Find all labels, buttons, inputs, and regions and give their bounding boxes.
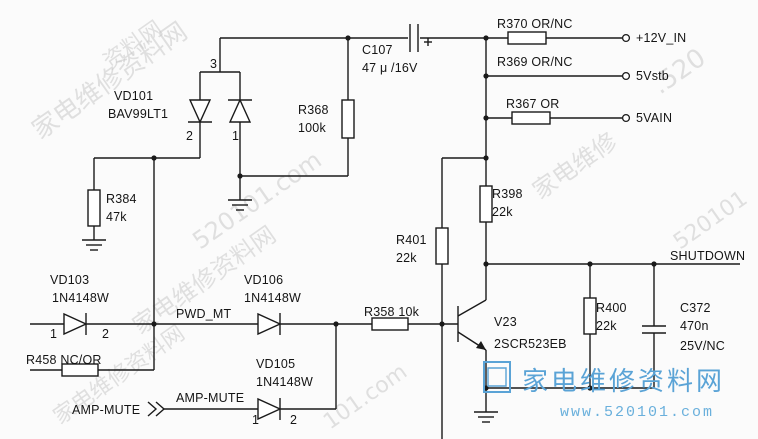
- r458-label: R458 NC/OR: [26, 353, 102, 367]
- ground-symbol: [228, 199, 252, 211]
- vd103-pin1: 1: [50, 327, 57, 341]
- vd105-part: 1N4148W: [256, 375, 313, 389]
- resistor-r400: R400 22k: [583, 264, 627, 388]
- c107-name: C107: [362, 43, 393, 57]
- resistor-r458: R458 NC/OR: [26, 353, 154, 377]
- r400-name: R400: [596, 301, 627, 315]
- brand-watermark-url: www.520101.com: [560, 404, 714, 421]
- net-5vstb-label: 5Vstb: [636, 69, 669, 83]
- net-shutdown-label: SHUTDOWN: [670, 249, 745, 263]
- net-5vain-label: 5VAIN: [636, 111, 672, 125]
- top-supply-net: [220, 35, 622, 41]
- resistor-r370: R370 OR/NC: [497, 17, 573, 45]
- vd105-pin2: 2: [290, 413, 297, 427]
- brand-logo-icon: [483, 361, 511, 393]
- r358-label: R358 10k: [364, 305, 420, 319]
- watermark-text: 家电维修: [527, 127, 622, 205]
- net-amp-mute-label: AMP-MUTE: [176, 391, 244, 405]
- c107-value: 47 μ /16V: [362, 61, 418, 75]
- diode-vd105: 1 2 VD105 1N4148W: [252, 324, 337, 427]
- r401-name: R401: [396, 233, 427, 247]
- resistor-r384: R384 47k: [82, 157, 154, 251]
- capacitor-c372: C372 470n 25V/NC: [642, 264, 725, 388]
- diode-vd103: 1 2 VD103 1N4148W: [30, 273, 154, 341]
- c372-rating: 25V/NC: [680, 339, 725, 353]
- r369-label: R369 OR/NC: [497, 55, 573, 69]
- transistor-v23: V23 2SCR523EB: [457, 299, 567, 412]
- vd105-name: VD105: [256, 357, 295, 371]
- diode-vd106: VD106 1N4148W: [244, 273, 372, 336]
- resistor-r358: R358 10k: [364, 305, 458, 331]
- vd106-part: 1N4148W: [244, 291, 301, 305]
- r398-name: R398: [492, 187, 523, 201]
- net-12v-label: +12V_IN: [636, 31, 686, 45]
- v23-name: V23: [494, 315, 517, 329]
- vd105-pin1: 1: [252, 413, 259, 427]
- resistor-r367: R367 OR 5VAIN: [486, 97, 672, 125]
- net-pwd-mt-label: PWD_MT: [176, 307, 232, 321]
- terminal-5vain: [621, 113, 631, 123]
- r398-value: 22k: [492, 205, 513, 219]
- r400-value: 22k: [596, 319, 617, 333]
- c372-value: 470n: [680, 319, 709, 333]
- vd101-part: BAV99LT1: [108, 107, 168, 121]
- resistor-r368: R368 100k: [237, 38, 355, 179]
- v23-part: 2SCR523EB: [494, 337, 567, 351]
- vd101-name: VD101: [114, 89, 153, 103]
- r384-name: R384: [106, 192, 137, 206]
- brand-watermark-text: 家电维修资料网: [522, 367, 725, 397]
- vd101-pin1: 1: [232, 129, 239, 143]
- terminal-5vstb: [621, 71, 631, 81]
- c372-name: C372: [680, 301, 711, 315]
- vd103-pin2: 2: [102, 327, 109, 341]
- capacitor-c107: C107 47 μ /16V: [362, 24, 432, 75]
- shutdown-net: SHUTDOWN: [483, 249, 745, 267]
- vd106-name: VD106: [244, 273, 283, 287]
- r401-value: 22k: [396, 251, 417, 265]
- vd101-pin3: 3: [210, 57, 217, 71]
- watermark-text: 520101: [669, 186, 752, 255]
- terminal-12v: [621, 33, 631, 43]
- vd103-name: VD103: [50, 273, 89, 287]
- resistor-r401: R401 22k: [396, 157, 486, 439]
- r368-name: R368: [298, 103, 329, 117]
- r367-label: R367 OR: [506, 97, 560, 111]
- vd103-part: 1N4148W: [52, 291, 109, 305]
- r384-value: 47k: [106, 210, 127, 224]
- amp-mute-input: AMP-MUTE AMP-MUTE: [72, 391, 258, 417]
- watermark-text: 101.com: [319, 359, 412, 435]
- resistor-r398: R398 22k: [479, 185, 523, 300]
- diode-vd101: 3 2 1 VD101 BAV99LT1: [108, 38, 252, 200]
- r368-value: 100k: [298, 121, 326, 135]
- brand-watermark: 家电维修资料网 www.520101.com: [483, 361, 725, 421]
- resistor-r369: R369 OR/NC 5Vstb: [486, 55, 669, 83]
- amp-mute-input-label: AMP-MUTE: [72, 403, 140, 417]
- watermark-text: 家电维修资料网: [27, 17, 193, 146]
- vd101-pin2: 2: [186, 129, 193, 143]
- r370-label: R370 OR/NC: [497, 17, 573, 31]
